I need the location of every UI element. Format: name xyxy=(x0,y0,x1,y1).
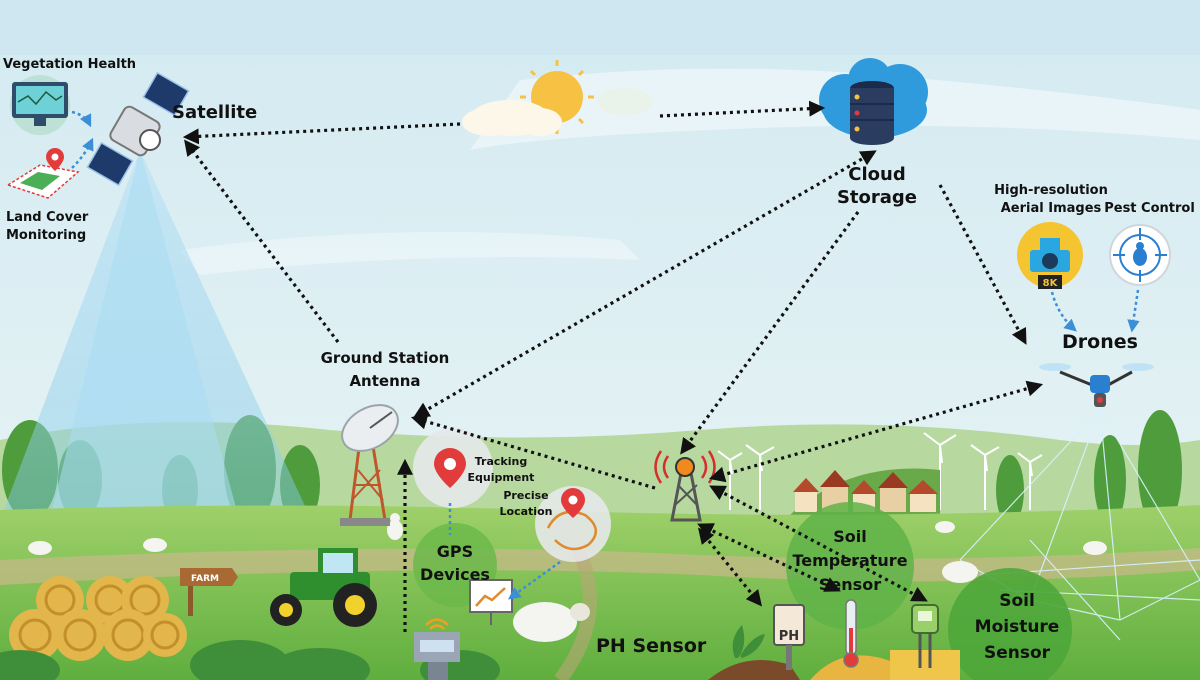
tracking-pin-icon xyxy=(434,448,466,488)
tower-moisture-arrow xyxy=(709,485,928,602)
gps-devices-label-line2: Devices xyxy=(420,565,490,584)
landcover-to-satellite-arrow xyxy=(71,137,94,169)
precise-location-label-line1: Precise xyxy=(503,489,549,502)
drone-scan-grid xyxy=(959,409,1200,641)
analytics-board-icon xyxy=(469,579,513,625)
wifi-station-icon xyxy=(414,618,460,680)
moisture-sensor-icon xyxy=(890,604,960,680)
tracking-equipment-label-line2: Equipment xyxy=(467,471,535,484)
hay-bales xyxy=(9,576,187,661)
drone-tower-arrow xyxy=(708,380,1044,483)
ph-sensor-icon xyxy=(708,604,805,680)
cloud-storage-label-line2: Storage xyxy=(836,187,918,208)
satellite-label: Satellite xyxy=(172,102,258,123)
veg-to-satellite-arrow xyxy=(71,110,92,128)
cloud-to-drone-arrow xyxy=(938,184,1027,345)
pest-control-label: Pest Control xyxy=(1104,201,1195,216)
tracking-equipment-label-line1: Tracking xyxy=(474,455,528,468)
sheep-group xyxy=(28,521,1107,642)
satellite-beam-narrow xyxy=(40,150,250,560)
land-cover-map-icon xyxy=(6,148,80,199)
ground-station-antenna-icon xyxy=(340,404,399,526)
sky-clouds xyxy=(462,88,653,136)
land-cover-label-line1: Land Cover xyxy=(6,210,89,225)
drones-label: Drones xyxy=(1062,331,1138,353)
gps-blue-arrows xyxy=(448,503,561,600)
precise-location-label-line2: Location xyxy=(499,505,553,518)
tractor xyxy=(270,548,377,627)
sky-to-cloud-arrow xyxy=(659,100,826,118)
cloud-to-tower-arrow xyxy=(680,211,860,455)
aerial-camera-icon xyxy=(1017,222,1083,289)
precise-location-pin-icon xyxy=(546,488,597,551)
cell-tower-icon xyxy=(654,450,716,522)
gps-devices-label-line1: GPS xyxy=(436,542,474,561)
goat xyxy=(387,513,403,540)
soil-temperature-label-line1: Soil xyxy=(833,527,867,546)
soil-temperature-label-line2: Temperature xyxy=(792,551,908,570)
ph-badge-text: PH xyxy=(779,629,799,644)
ground-station-label-line2: Antenna xyxy=(349,372,421,390)
soil-moisture-label-line3: Sensor xyxy=(983,643,1051,663)
thermometer-icon xyxy=(810,599,905,680)
pest-to-drone-arrow xyxy=(1127,289,1140,333)
cloud-storage-icon xyxy=(819,58,928,145)
camera-badge-text: 8K xyxy=(1043,278,1059,289)
ground-station-label-line1: Ground Station xyxy=(320,349,450,367)
land-cover-label-line2: Monitoring xyxy=(6,228,87,243)
vegetation-monitor-icon xyxy=(10,75,70,135)
high-res-label-line2: Aerial Images xyxy=(1000,201,1102,216)
farm-sign xyxy=(180,568,238,616)
drone-icon xyxy=(1039,363,1154,407)
location-to-board-arrow xyxy=(507,560,561,600)
cloud-storage-label-line1: Cloud xyxy=(848,164,906,185)
precise-location-bubble xyxy=(535,486,611,562)
high-res-label-line1: High-resolution xyxy=(994,183,1108,198)
soil-moisture-label-line2: Moisture xyxy=(974,617,1060,637)
connection-arrows xyxy=(182,100,1044,632)
soil-moisture-bubble xyxy=(948,568,1072,680)
sky-top-band xyxy=(0,0,1200,55)
pest-control-icon xyxy=(1109,224,1171,286)
vegetation-health-label: Vegetation Health xyxy=(3,57,137,72)
ph-sensor-label: PH Sensor xyxy=(596,635,707,657)
soil-temperature-label-line3: Sensor xyxy=(818,575,882,594)
soil-moisture-label-line1: Soil xyxy=(999,591,1035,611)
satellite-icon xyxy=(86,71,190,187)
farm-sign-text: FARM xyxy=(191,574,219,584)
